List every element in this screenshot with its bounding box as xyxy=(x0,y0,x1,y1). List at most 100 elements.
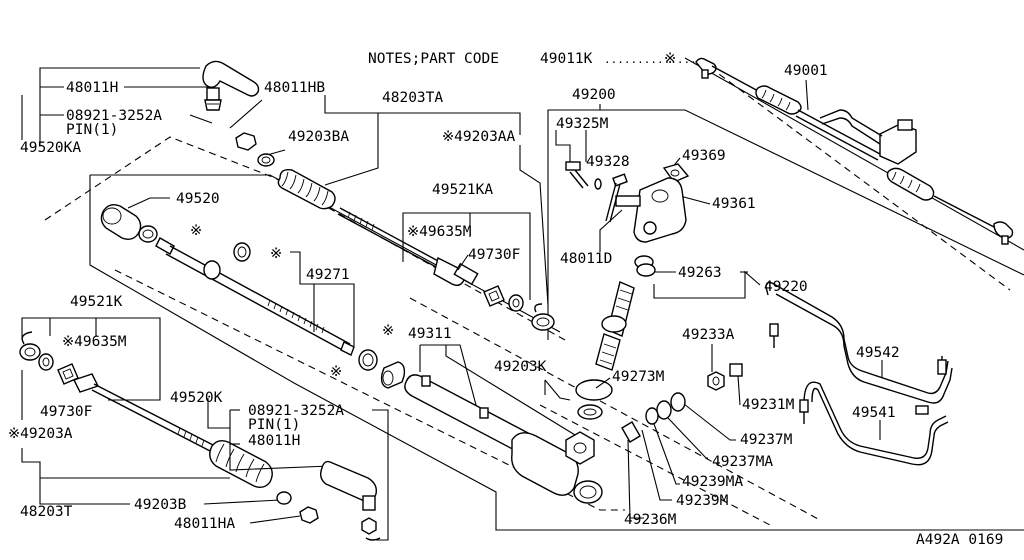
bolt-48011D-icon xyxy=(605,173,628,223)
label-49203A: ※49203A xyxy=(8,426,73,442)
washer-49730F-left-icon xyxy=(38,353,54,371)
tie-rod-end-upper-icon xyxy=(202,60,260,111)
assembly-frame-lines xyxy=(44,57,1024,531)
nut-48011HA-icon xyxy=(299,506,319,524)
label-49520K: 49520K xyxy=(170,390,223,406)
notes-header: NOTES;PART CODE 49011K .............. ※ xyxy=(368,51,697,67)
steering-gear-assembly-icon xyxy=(695,57,1014,245)
tube-49541-icon xyxy=(799,381,949,466)
label-49203K: 49203K xyxy=(494,359,547,375)
label-49521K: 49521K xyxy=(70,294,123,310)
label-49273M: 49273M xyxy=(612,369,665,385)
housing-49311-icon xyxy=(404,374,603,504)
seal-stack-group: 49273M 49233A 49231M 49237M 49237MA 4923… xyxy=(595,327,795,528)
rings-stack-icon xyxy=(621,392,686,443)
tie-rod-end-upper-group: 48011H 48011HB 08921-3252A PIN(1) 49520K… xyxy=(20,60,325,156)
label-48011D: 48011D xyxy=(560,251,612,267)
nut-48011HB-icon xyxy=(229,99,263,151)
boot-48203T-icon xyxy=(209,439,273,489)
clamp-49203AA-icon xyxy=(531,303,555,331)
label-48203TA: 48203TA xyxy=(382,90,443,106)
lock-plate-49635M-icon xyxy=(483,285,505,307)
label-49200: 49200 xyxy=(572,87,616,103)
rack-49271-icon xyxy=(155,237,355,356)
label-49325M: 49325M xyxy=(556,116,609,132)
label-49328: 49328 xyxy=(586,154,630,170)
pinion-seal-icon xyxy=(575,379,613,401)
tie-rod-end-lower-group: 49520K 08921-3252A PIN(1) 48011H xyxy=(170,390,389,541)
hydraulic-lines-group: 49542 49541 xyxy=(765,281,953,466)
label-49231M: 49231M xyxy=(742,397,795,413)
diagram-code-footer: A492A 0169 xyxy=(916,532,1003,548)
label-08921-3252A-bot: 08921-3252A xyxy=(248,403,344,419)
label-48203T: 48203T xyxy=(20,504,73,520)
label-48011H-bot: 48011H xyxy=(248,433,300,449)
washer-49328-icon xyxy=(594,178,602,190)
group-49520: 49520 ※ xyxy=(100,191,220,243)
mark-49271: ※ xyxy=(270,246,282,262)
label-48011HB: 48011HB xyxy=(264,80,325,96)
label-48011H: 48011H xyxy=(66,80,118,96)
gasket-49369-icon xyxy=(662,163,690,183)
inner-tie-rod-lower-icon xyxy=(73,373,216,453)
bolt-49325M-icon xyxy=(565,161,589,189)
label-48011HA: 48011HA xyxy=(174,516,235,532)
notes-part-code: 49011K xyxy=(540,51,593,67)
label-49311: 49311 xyxy=(408,326,452,342)
inner-tie-rod-upper-icon xyxy=(337,207,479,287)
label-49203BA: 49203BA xyxy=(288,129,349,145)
label-49730F-top: 49730F xyxy=(468,247,520,263)
label-49520KA: 49520KA xyxy=(20,140,81,156)
bushing-49520-icon xyxy=(100,203,142,241)
group-49271: 49271 ※ ※ ※ xyxy=(155,237,406,389)
seal-49273M-icon xyxy=(577,404,603,420)
label-49236M: 49236M xyxy=(624,512,677,528)
label-49237MA: 49237MA xyxy=(712,454,773,470)
label-49001: 49001 xyxy=(784,63,828,79)
label-49541: 49541 xyxy=(852,405,896,421)
label-49521KA: 49521KA xyxy=(432,182,493,198)
notes-dots: .............. xyxy=(604,53,697,66)
label-49220: 49220 xyxy=(764,279,808,295)
label-49203AA: ※49203AA xyxy=(442,129,516,145)
label-pin-top: PIN(1) xyxy=(66,122,118,138)
label-49520: 49520 xyxy=(176,191,220,207)
boot-48203TA-icon xyxy=(277,168,336,210)
pinion-valve-49220-icon xyxy=(595,281,635,371)
label-49239MA: 49239MA xyxy=(682,474,743,490)
group-49521KA: 49521KA ※49635M 49730F xyxy=(402,182,531,312)
clamp-49203B-icon xyxy=(276,491,292,505)
tube-49542-icon xyxy=(765,281,953,404)
label-49635M-left: ※49635M xyxy=(62,334,127,350)
label-pin-bot: PIN(1) xyxy=(248,417,300,433)
label-49239M: 49239M xyxy=(676,493,729,509)
ring-49520-icon xyxy=(138,225,158,243)
mark-collar: ※ xyxy=(382,323,394,339)
notes-mark: ※ xyxy=(664,51,676,67)
label-49361: 49361 xyxy=(712,196,756,212)
label-49271: 49271 xyxy=(306,267,350,283)
group-49521K: 49521K ※49635M 49730F ※49203A xyxy=(8,294,230,479)
clamp-49203BA-icon xyxy=(257,153,275,167)
bushing-icon xyxy=(380,361,406,389)
collar-icon xyxy=(358,349,378,371)
label-49203B: 49203B xyxy=(134,497,187,513)
label-49369: 49369 xyxy=(682,148,726,164)
mark-49520: ※ xyxy=(190,223,202,239)
mark-bushing: ※ xyxy=(330,364,342,380)
label-49263: 49263 xyxy=(678,265,722,281)
label-49237M: 49237M xyxy=(740,432,793,448)
group-49311: 49311 49203K xyxy=(404,326,613,504)
label-08921-3252A-top: 08921-3252A xyxy=(66,108,162,124)
label-49233A: 49233A xyxy=(682,327,735,343)
complete-assembly-49001: 49001 xyxy=(695,57,1014,245)
valve-housing-49361-icon xyxy=(615,177,687,243)
nut-49233A-icon xyxy=(707,371,725,391)
boot-group-48203TA: 48203TA 49203BA ※49203AA xyxy=(257,90,555,331)
label-49635M-top: ※49635M xyxy=(407,224,472,240)
washer-49730F-icon xyxy=(508,294,524,312)
seals-49263-icon xyxy=(634,255,656,277)
plug-49231M-icon xyxy=(729,363,743,377)
clamp-49203A-icon xyxy=(19,331,41,361)
